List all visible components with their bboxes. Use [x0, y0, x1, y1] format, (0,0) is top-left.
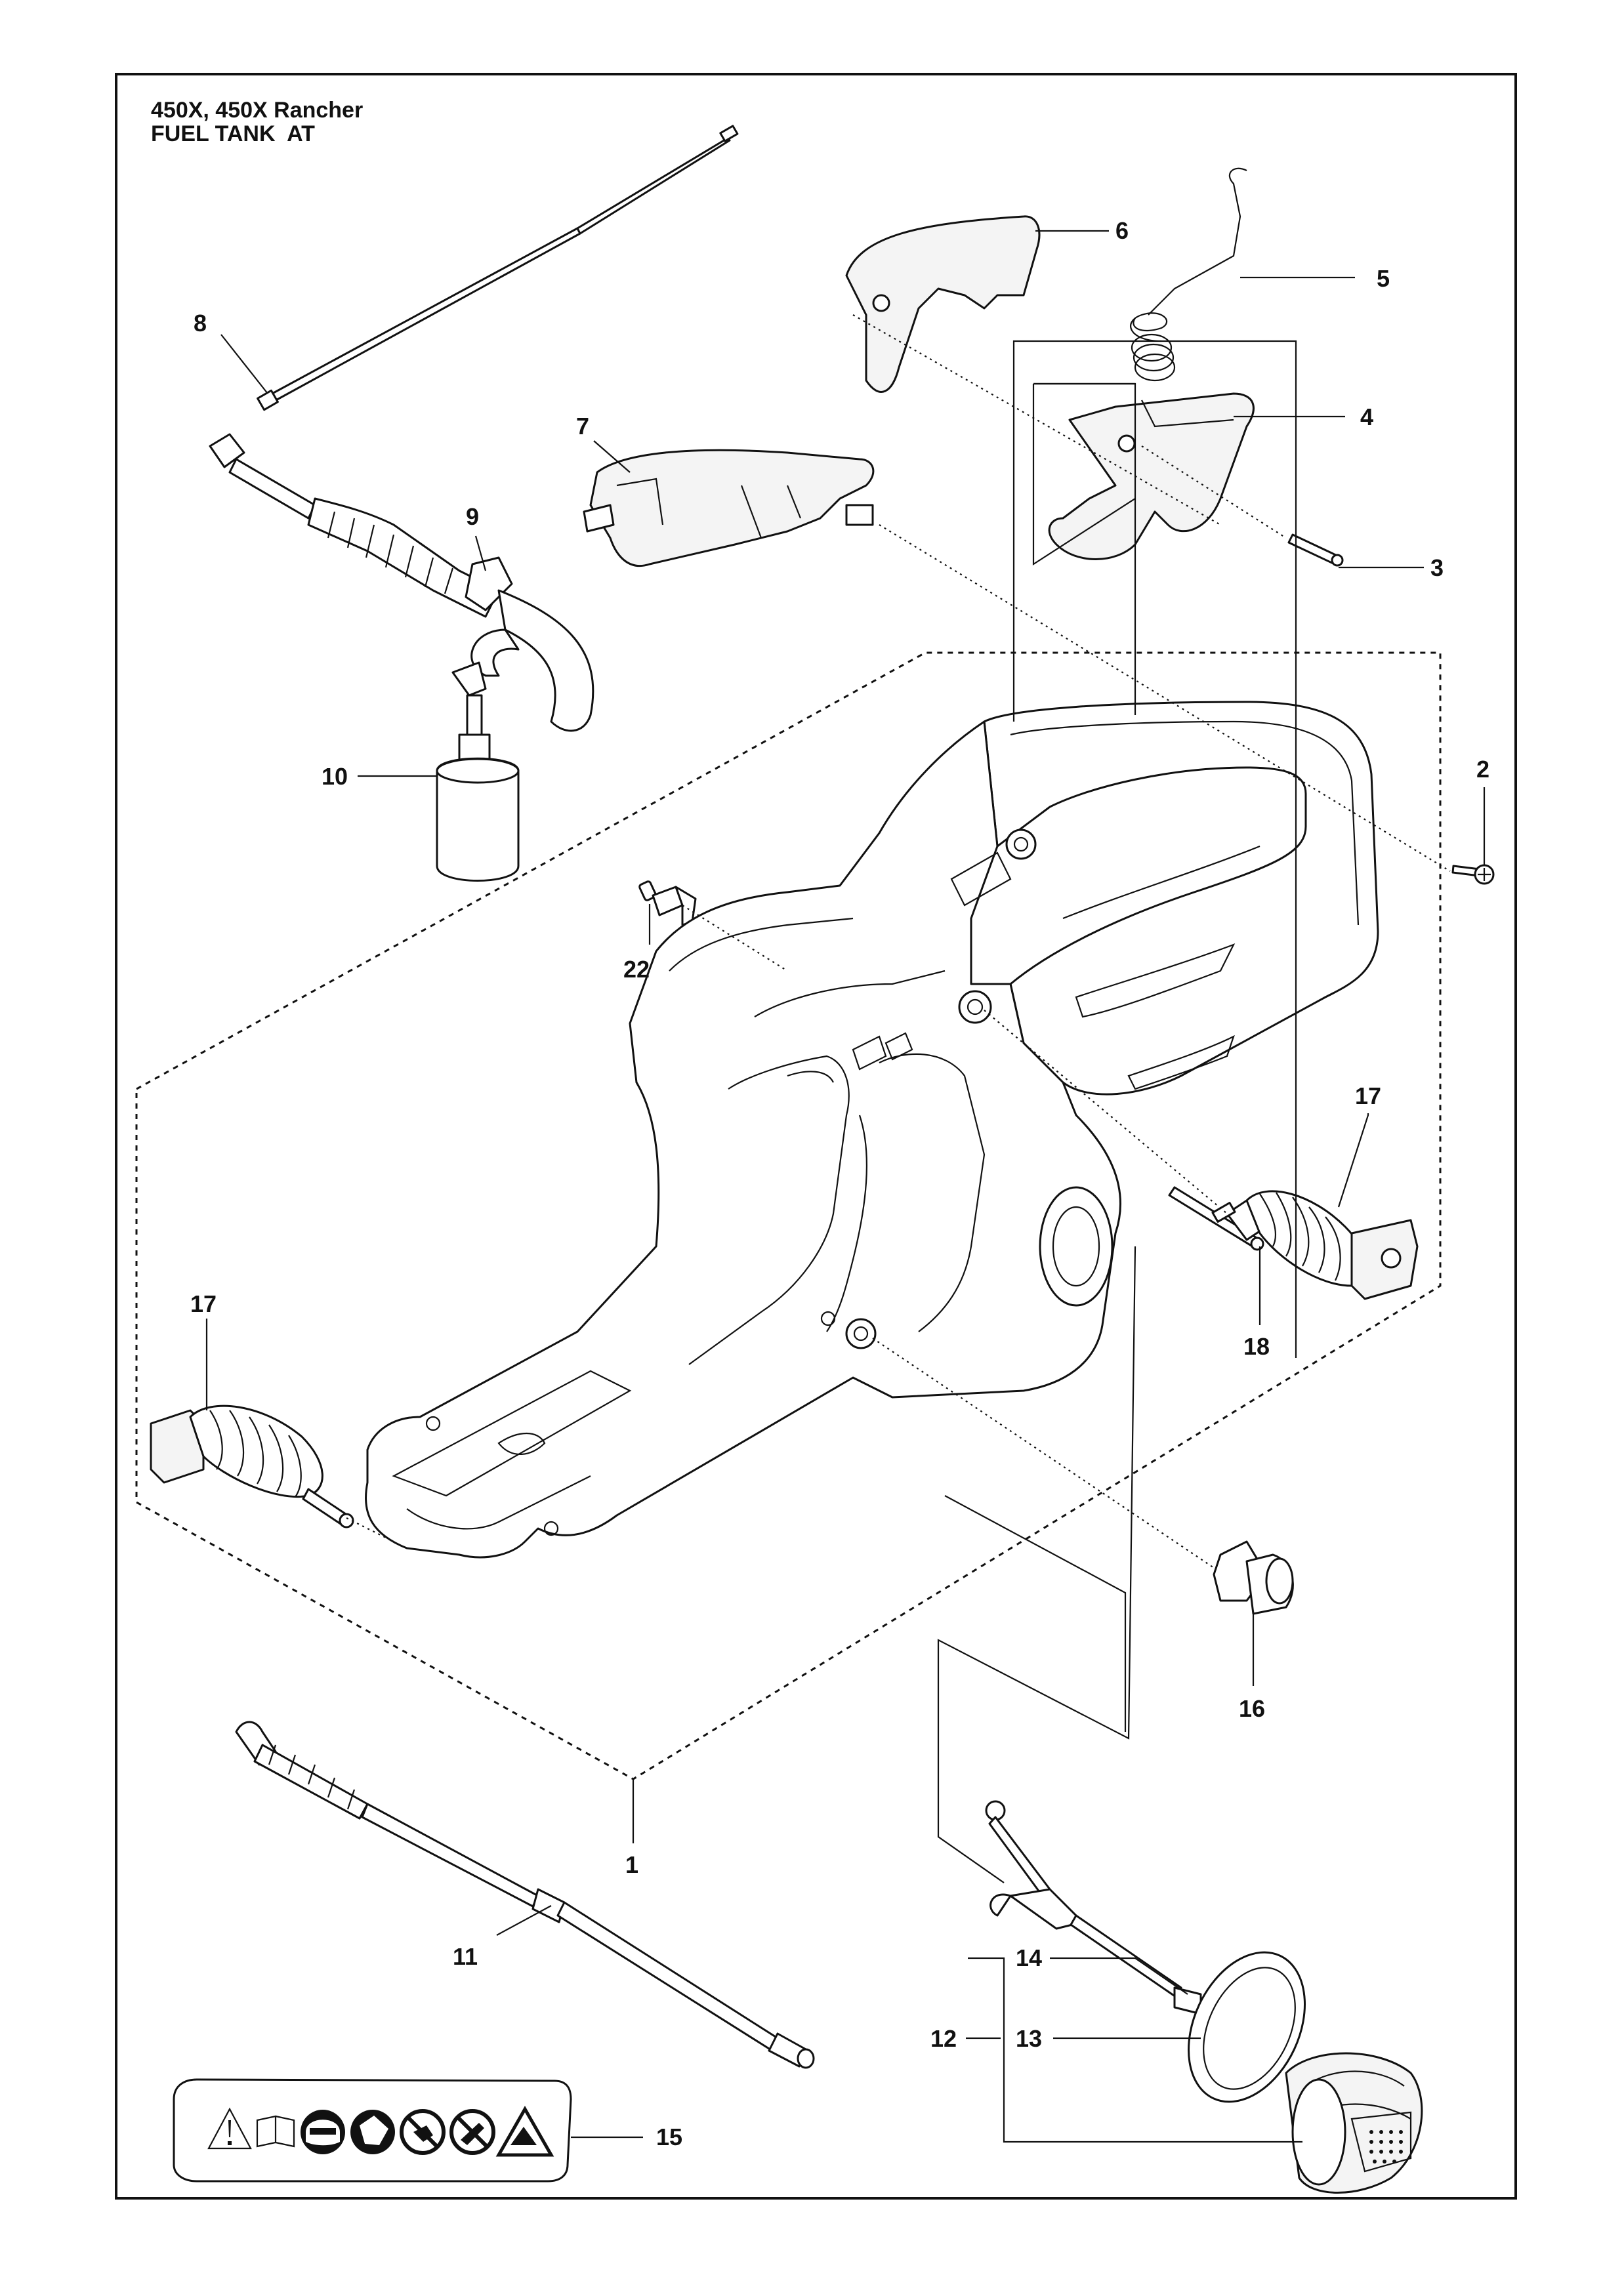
ear-eye-protection-icon — [301, 2110, 345, 2154]
projection-line-e — [937, 1246, 1136, 1883]
axis-line-16 — [872, 1338, 1215, 1568]
projection-line-c — [944, 1495, 1127, 1732]
callout-7: 7 — [576, 413, 589, 440]
callout-2: 2 — [1476, 756, 1489, 783]
warning-triangle-icon — [207, 2107, 252, 2150]
assembly-boundary — [135, 651, 1442, 1780]
leader-14 — [1050, 1957, 1188, 1995]
gloves-icon — [350, 2110, 395, 2154]
part-6-throttle-lockout — [845, 215, 1041, 393]
leader-11 — [496, 1905, 552, 1936]
part-12-fuel-cap — [1285, 2052, 1423, 2194]
part-17-av-spring-right — [1211, 1190, 1419, 1300]
callout-11: 11 — [453, 1943, 478, 1970]
callout-9: 9 — [466, 503, 479, 530]
part-15-decal — [173, 2078, 572, 2183]
projection-line-a — [1012, 340, 1297, 1358]
no-tip-contact-icon — [449, 2109, 495, 2155]
callout-18: 18 — [1243, 1333, 1270, 1360]
page-frame — [115, 73, 1517, 2200]
callout-5: 5 — [1377, 265, 1390, 292]
part-1-fuel-tank — [365, 701, 1379, 1559]
callout-6: 6 — [1115, 217, 1129, 244]
callout-13: 13 — [1016, 2025, 1042, 2052]
callout-14: 14 — [1016, 1944, 1042, 1971]
part-7-handle-cover — [583, 449, 875, 567]
part-11-pickup-hose — [235, 1721, 815, 2069]
kickback-warning-icon — [495, 2105, 554, 2157]
callout-12: 12 — [930, 2025, 957, 2052]
axis-line-17-left — [341, 1515, 394, 1542]
part-13-gasket — [1188, 1951, 1306, 2103]
manual-book-icon — [256, 2115, 295, 2148]
callout-8: 8 — [194, 310, 207, 337]
model-title: 450X, 450X Rancher — [151, 98, 364, 123]
part-5-spring — [1130, 167, 1247, 382]
callout-4: 4 — [1360, 403, 1373, 430]
callout-3: 3 — [1430, 554, 1444, 581]
part-8-rod — [257, 125, 739, 411]
callout-15: 15 — [656, 2123, 682, 2150]
section-title: FUEL TANK AT — [151, 121, 315, 146]
leader-8 — [220, 334, 268, 394]
part-22-fitting — [638, 880, 697, 926]
callout-17-right: 17 — [1355, 1082, 1381, 1109]
callout-22: 22 — [623, 956, 650, 983]
part-10-fuel-filter — [436, 661, 520, 882]
part-4-throttle-trigger — [1048, 392, 1255, 560]
projection-line-d — [1033, 382, 1136, 715]
no-one-hand-operation-icon — [400, 2109, 446, 2155]
part-17-av-spring-left — [150, 1404, 354, 1528]
axis-line-3 — [1141, 445, 1287, 539]
callout-16: 16 — [1239, 1695, 1265, 1722]
callout-10: 10 — [322, 763, 348, 790]
part-16-plug — [1213, 1540, 1294, 1615]
leader-17-right — [1337, 1113, 1369, 1208]
part-2-screw — [1451, 864, 1495, 885]
leader-9 — [474, 535, 487, 571]
callout-1: 1 — [625, 1851, 638, 1878]
part-3-pin — [1287, 533, 1344, 567]
part-14-pendulum — [985, 1800, 1202, 2015]
leader-7 — [593, 440, 631, 473]
axis-line-2 — [879, 524, 1451, 872]
part-9-fuel-hose — [209, 433, 594, 732]
leader-12-bracket — [968, 1957, 1302, 2143]
callout-17-left: 17 — [190, 1290, 217, 1317]
